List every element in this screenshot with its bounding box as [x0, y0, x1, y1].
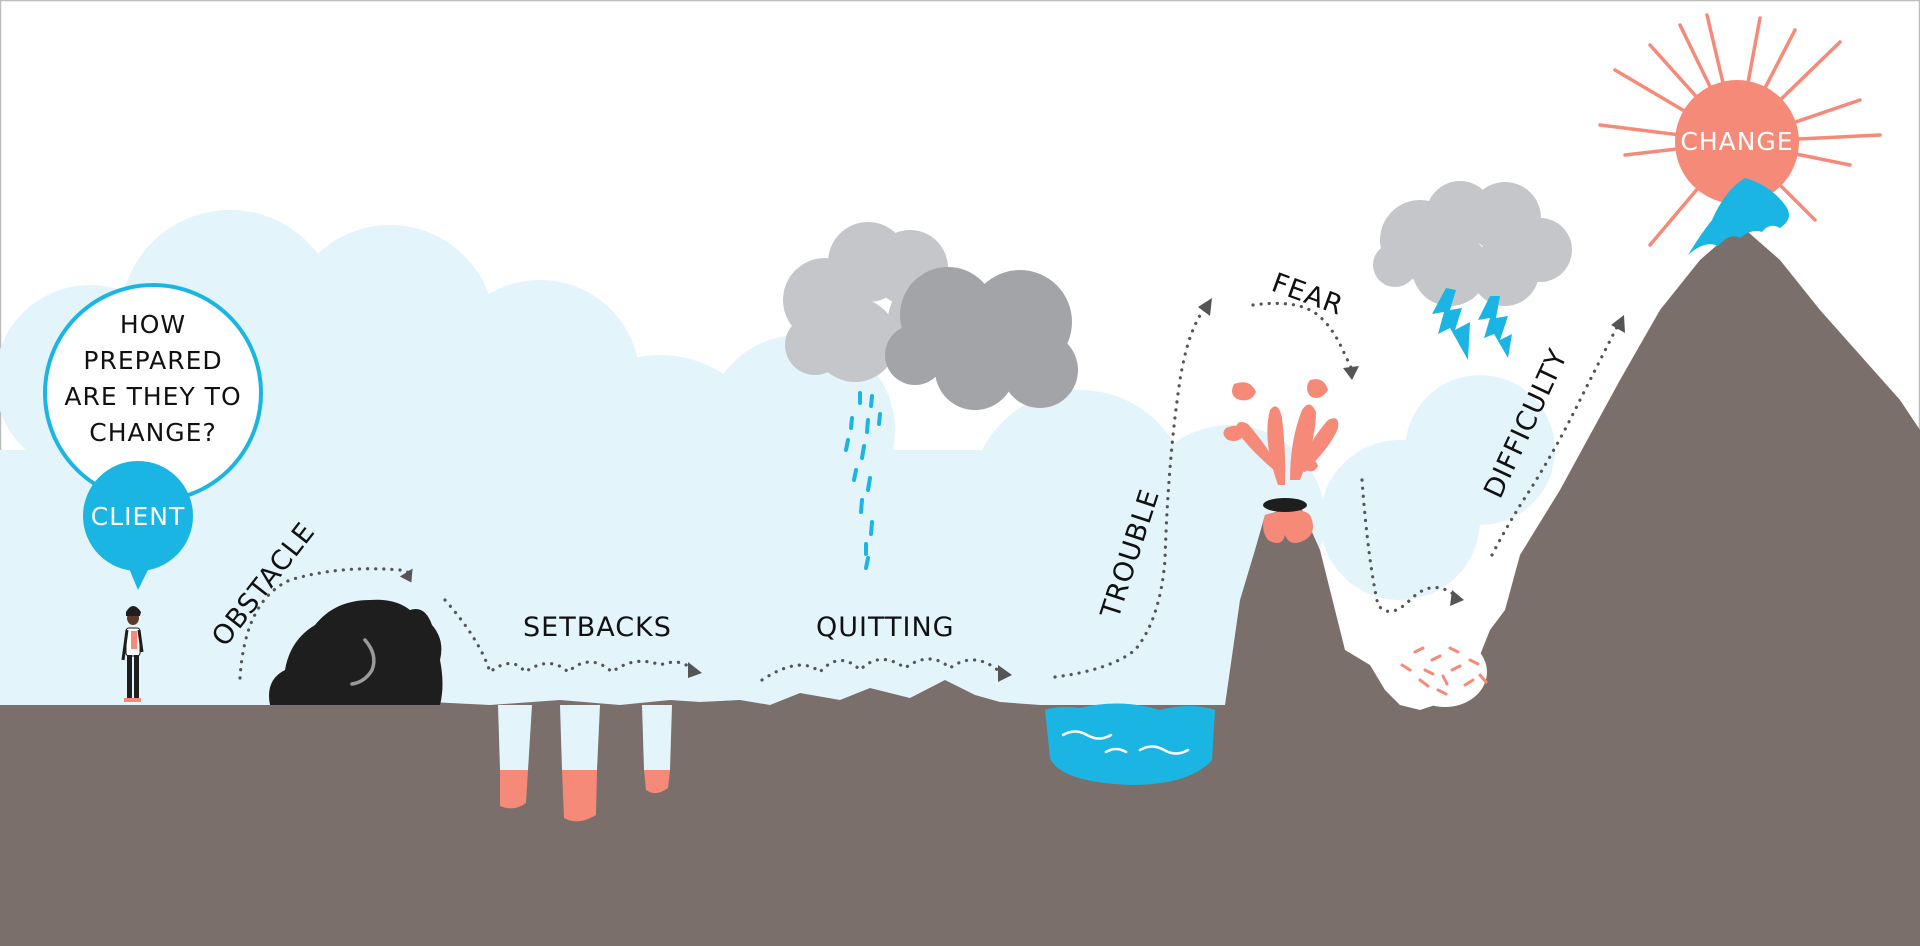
bubble-line-2: PREPARED [83, 346, 222, 375]
question-bubble: HOW PREPARED ARE THEY TO CHANGE? [43, 283, 263, 503]
bubble-line-1: HOW [120, 310, 186, 339]
person-icon [121, 606, 144, 702]
lightning-cloud-icon [1373, 181, 1572, 360]
mountain-snowcap [1688, 178, 1789, 255]
ground [0, 225, 1920, 946]
bubble-line-3: ARE THEY TO [64, 382, 241, 411]
setback-holes [498, 705, 672, 822]
boulder-icon [269, 599, 443, 705]
sun-icon: CHANGE [1598, 13, 1882, 247]
quitting-label: QUITTING [816, 612, 955, 643]
journey-path [238, 298, 1625, 682]
volcano-icon [1223, 379, 1339, 544]
setbacks-label: SETBACKS [523, 612, 672, 643]
rain-cloud-icon [783, 222, 1078, 570]
change-label: CHANGE [1680, 127, 1793, 156]
bubble-line-4: CHANGE? [89, 418, 217, 447]
client-label: CLIENT [91, 502, 186, 531]
client-badge: CLIENT [83, 461, 193, 590]
pit-debris [1400, 637, 1488, 707]
water-pit-icon [1045, 703, 1215, 785]
